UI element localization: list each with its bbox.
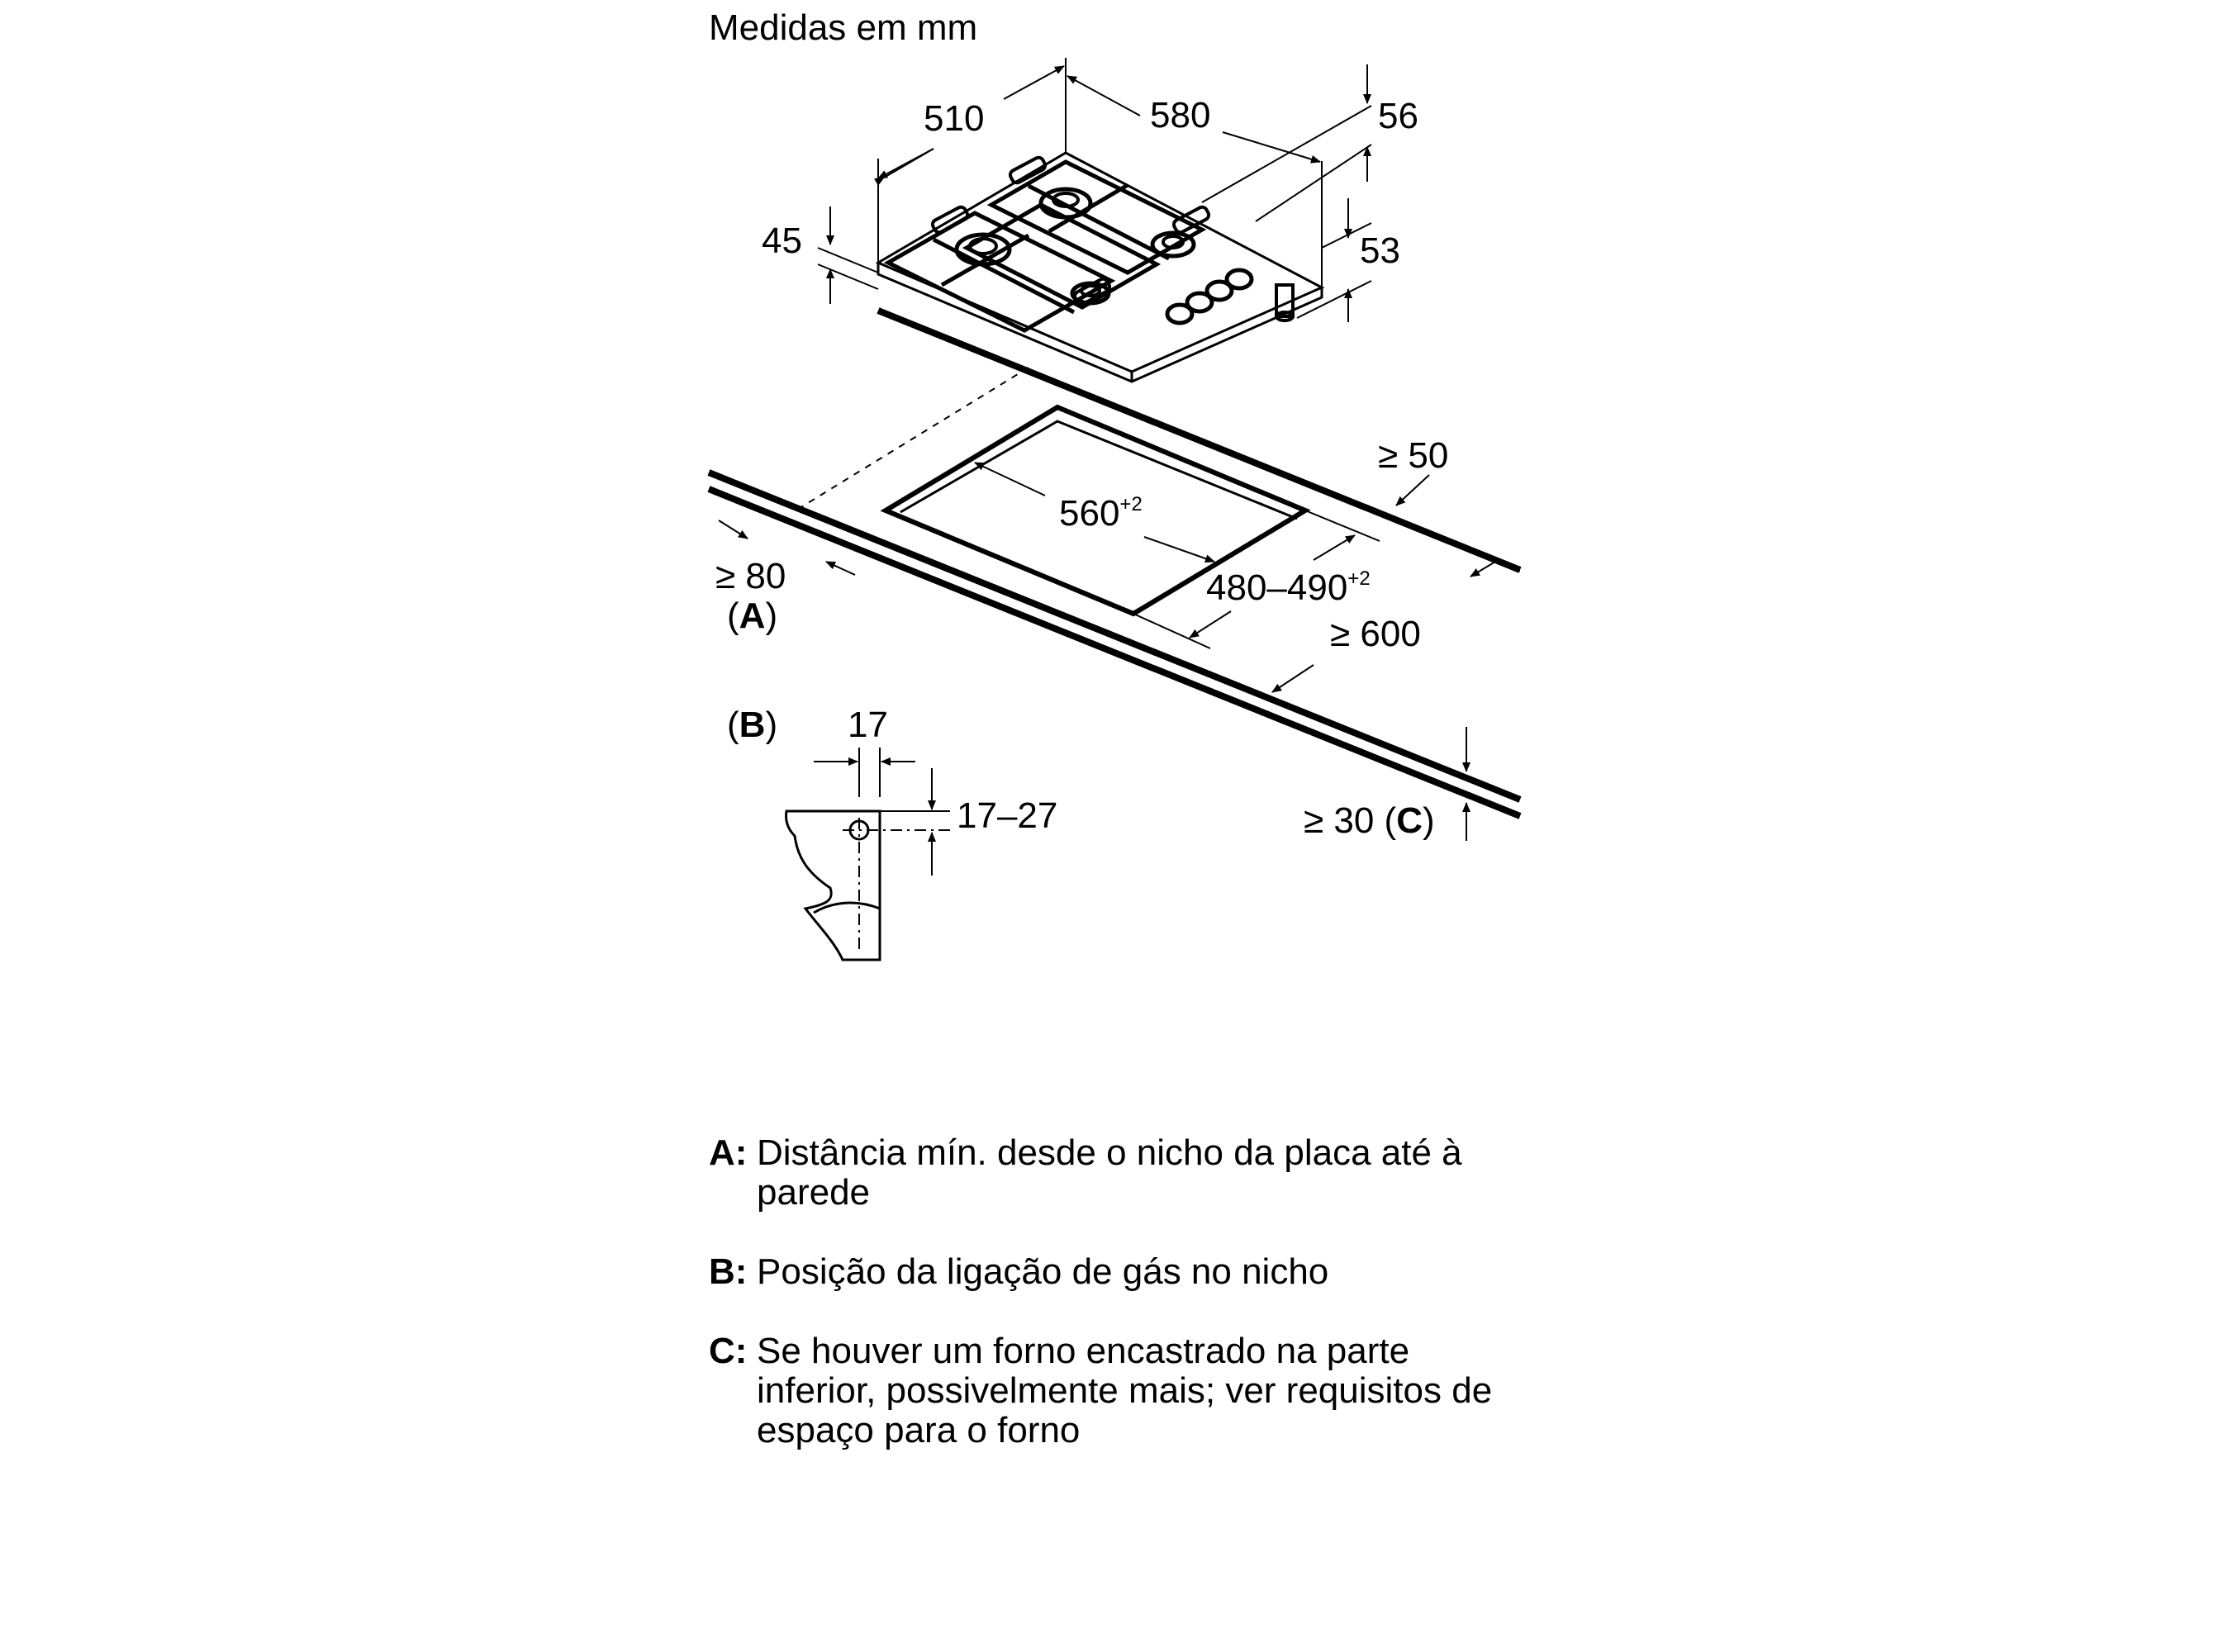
label-leg-53: 53 (1360, 230, 1400, 271)
legend-text: Posição da ligação de gás no nicho (757, 1251, 1329, 1292)
hob (875, 151, 1325, 383)
legend-item-c: C: Se houver um forno encastrado na part… (709, 1332, 1535, 1450)
legend-text: Se houver um forno encastrado na parte i… (757, 1331, 1493, 1450)
dimension-lines (718, 58, 1496, 841)
burner-rear-right (1150, 230, 1196, 259)
legend: A: Distância mín. desde o nicho da placa… (709, 1133, 1535, 1490)
caption: Medidas em mm (709, 7, 977, 48)
label-min-worktop: ≥ 600 (1330, 614, 1421, 654)
label-cutout-depth: 480–490+2 (1206, 567, 1371, 608)
burner-rear-left (1038, 187, 1093, 220)
legend-item-a: A: Distância mín. desde o nicho da placa… (709, 1133, 1535, 1213)
marker-a: (A) (727, 596, 777, 636)
label-gas-height: 17–27 (957, 795, 1057, 836)
burners (954, 187, 1196, 306)
worktop (707, 307, 1522, 819)
niche-profile (785, 809, 881, 961)
label-min-front: ≥ 80 (715, 556, 786, 596)
burner-front-right (1070, 281, 1111, 306)
label-height-45: 45 (762, 221, 802, 261)
legend-item-b: B: Posição da ligação de gás no nicho (709, 1252, 1535, 1292)
legend-key: A: (709, 1132, 748, 1173)
legend-key: B: (709, 1251, 748, 1292)
label-gas-offset: 17 (848, 705, 888, 745)
legend-key: C: (709, 1331, 748, 1371)
label-height-56: 56 (1378, 96, 1418, 136)
label-width-580: 580 (1150, 95, 1210, 135)
dimension-labels: 510 580 56 45 53 560+2 480–490+2 ≥ 50 ≥ … (715, 95, 1448, 841)
legend-text: Distância mín. desde o nicho da placa at… (757, 1132, 1462, 1213)
marker-b: (B) (727, 705, 777, 745)
control-knobs (1165, 268, 1254, 325)
gas-connector (1275, 283, 1295, 322)
detail-b (785, 748, 950, 961)
label-min-back: ≥ 50 (1378, 435, 1448, 476)
label-cutout-width: 560+2 (1059, 493, 1143, 534)
label-min-below: ≥ 30 (C) (1304, 800, 1435, 841)
burner-front-left (954, 232, 1012, 267)
label-depth-510: 510 (924, 98, 984, 139)
